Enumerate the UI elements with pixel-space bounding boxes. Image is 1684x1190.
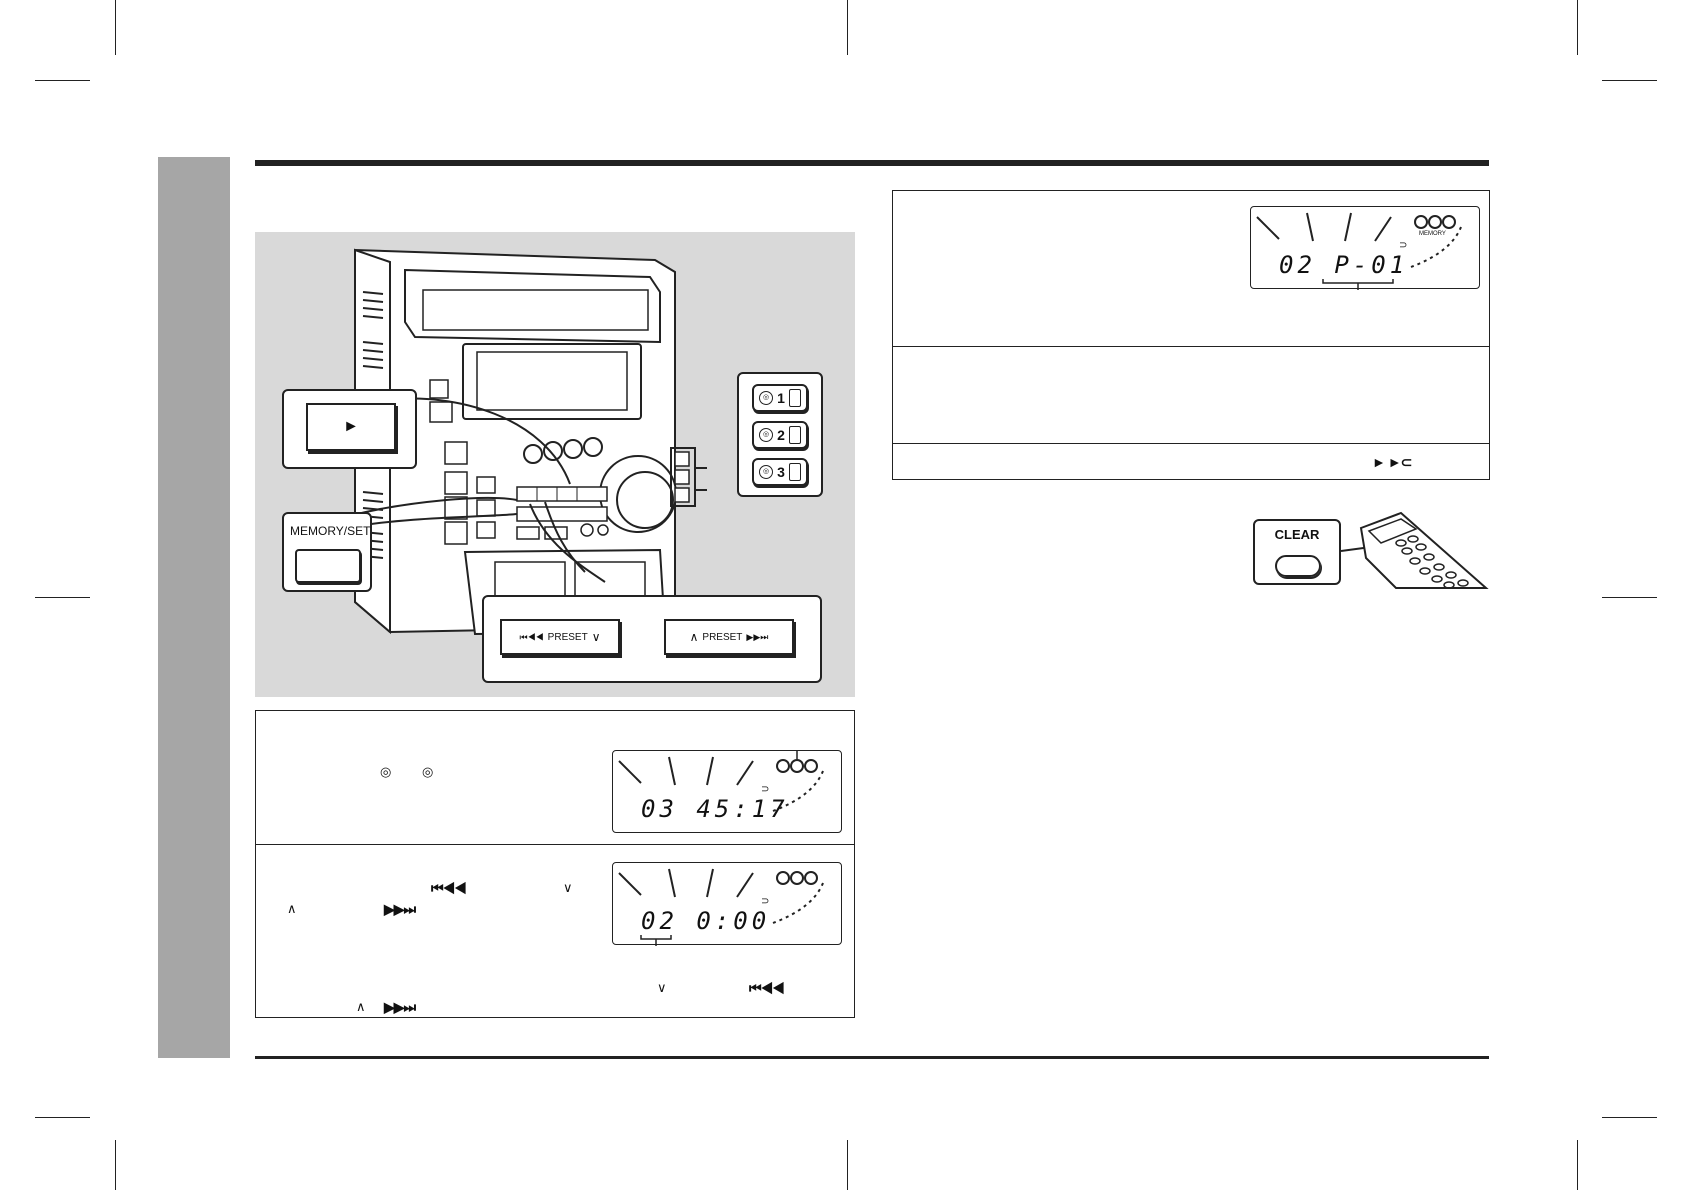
lcd-readout: 03 45:17	[641, 795, 789, 823]
lcd-segments	[618, 868, 824, 946]
step-divider	[892, 346, 1490, 347]
stereo-illustration: ► MEMORY/SET ◎ 1 ◎ 2 ◎ 3 ⏮◀◀ PRESET ∨	[255, 232, 855, 697]
play-key-callout: ►	[282, 389, 417, 469]
lcd-segments	[618, 751, 824, 812]
disc-1-number: 1	[777, 390, 785, 406]
key-tail	[788, 389, 801, 407]
crop-mark	[847, 0, 848, 55]
step-divider	[892, 443, 1490, 444]
memory-set-button[interactable]	[295, 549, 361, 583]
preset-down-label: PRESET	[547, 631, 588, 643]
repeat-icon: ⊃	[761, 896, 770, 907]
chevron-up-icon: ∧	[287, 901, 296, 916]
crop-mark	[35, 80, 90, 81]
chevron-down-icon: ∨	[591, 630, 601, 644]
remote-control-drawing	[1341, 511, 1489, 589]
next-icon: ▶▶⏭	[384, 999, 416, 1015]
crop-mark	[35, 1117, 90, 1118]
disc-1-key[interactable]: ◎ 1	[752, 384, 808, 412]
section-side-tab	[158, 157, 230, 1058]
disc-icon: ◎	[759, 391, 774, 405]
lcd-display-program: MEMORY ⊃ 02 P-01	[1250, 206, 1480, 290]
memory-set-callout: MEMORY/SET	[282, 512, 372, 592]
lcd-display-step1: ⊃ 03 45:17	[612, 750, 842, 833]
memory-set-label: MEMORY/SET	[290, 524, 371, 538]
lcd-readout: 02 0:00	[641, 907, 771, 935]
crop-mark	[1577, 0, 1578, 55]
preset-up-label: PRESET	[702, 631, 743, 643]
repeat-icon: ⊃	[1399, 240, 1408, 251]
prev-icon: ⏮◀◀	[431, 880, 467, 896]
preset-down-key[interactable]: ⏮◀◀ PRESET ∨	[500, 619, 620, 655]
clear-label: CLEAR	[1274, 527, 1320, 542]
play-icon: ►	[343, 418, 359, 435]
crop-mark	[35, 597, 90, 598]
preset-up-key[interactable]: ∧ PRESET ▶▶⏭	[664, 619, 794, 655]
disc-3-number: 3	[777, 464, 785, 480]
crop-mark	[847, 1140, 848, 1190]
play-icon: ► ►⊂	[1372, 454, 1412, 470]
key-tail	[788, 463, 801, 481]
disc-icon: ◎	[759, 428, 774, 442]
step-divider	[255, 844, 855, 845]
crop-mark	[115, 0, 116, 55]
lcd-segments	[1256, 212, 1462, 290]
repeat-icon: ⊃	[761, 784, 770, 795]
clear-callout: CLEAR	[1253, 519, 1341, 585]
stereo-unit-drawing	[352, 248, 707, 636]
chevron-up-icon: ∧	[356, 999, 365, 1014]
play-key[interactable]: ►	[306, 403, 396, 451]
disc-icon: ◎	[759, 465, 774, 479]
bottom-rule	[255, 1056, 1489, 1059]
prev-icon: ⏮◀◀	[519, 631, 544, 642]
crop-mark	[1602, 1117, 1657, 1118]
disc-icon: ◎	[380, 764, 391, 779]
prev-icon: ⏮◀◀	[749, 980, 785, 996]
disc-2-key[interactable]: ◎ 2	[752, 421, 808, 449]
disc-2-number: 2	[777, 427, 785, 443]
steps-box	[255, 710, 855, 1018]
disc-select-callout: ◎ 1 ◎ 2 ◎ 3	[737, 372, 823, 497]
chevron-up-icon: ∧	[689, 630, 699, 644]
key-tail	[788, 426, 801, 444]
crop-mark	[1602, 80, 1657, 81]
disc-3-key[interactable]: ◎ 3	[752, 458, 808, 486]
crop-mark	[115, 1140, 116, 1190]
right-steps-box	[892, 190, 1490, 480]
top-rule	[255, 160, 1489, 166]
memory-indicator: MEMORY	[1419, 231, 1446, 237]
disc-icon: ◎	[422, 764, 433, 779]
crop-mark	[1577, 1140, 1578, 1190]
chevron-down-icon: ∨	[657, 980, 666, 995]
lcd-display-step2: ⊃ 02 0:00	[612, 862, 842, 946]
preset-keys-callout: ⏮◀◀ PRESET ∨ ∧ PRESET ▶▶⏭	[482, 595, 822, 683]
chevron-down-icon: ∨	[563, 880, 572, 895]
clear-button[interactable]	[1275, 555, 1321, 577]
next-icon: ▶▶⏭	[746, 631, 769, 642]
next-icon: ▶▶⏭	[384, 901, 416, 917]
crop-mark	[1602, 597, 1657, 598]
lcd-readout: 02 P-01	[1279, 251, 1409, 279]
